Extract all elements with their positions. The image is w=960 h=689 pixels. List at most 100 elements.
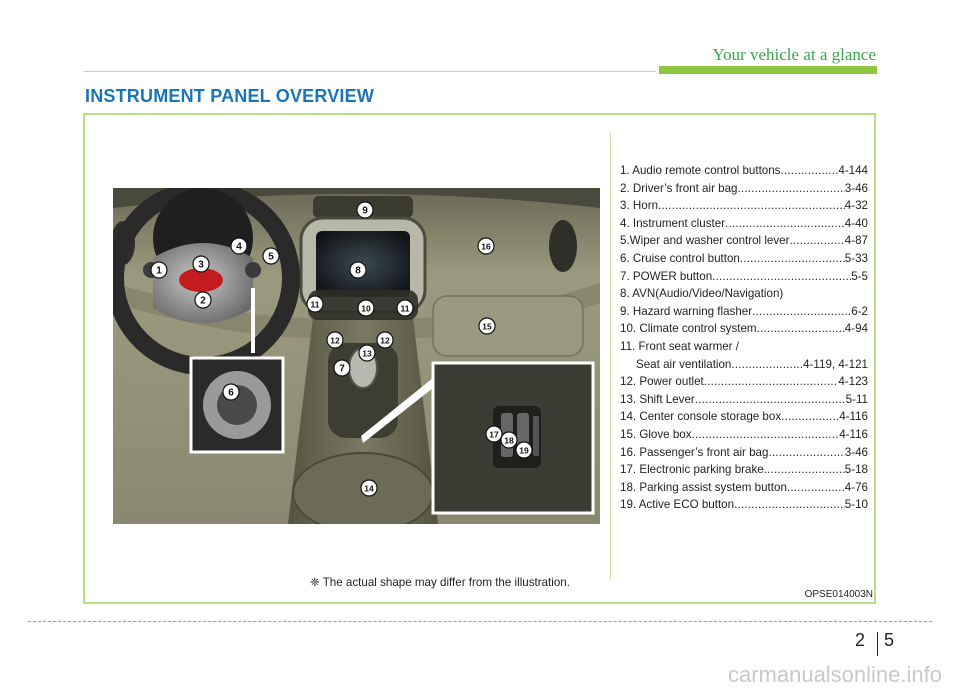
legend-item: 11. Front seat warmer / (620, 338, 868, 356)
callout-marker: 13 (358, 344, 376, 362)
callout-marker: 8 (349, 261, 367, 279)
callout-label: 5 (268, 252, 274, 263)
zoom-line-right (361, 378, 433, 443)
callout-marker: 15 (478, 317, 496, 335)
legend-item-label: 8. AVN(Audio/Video/Navigation) (620, 287, 784, 301)
legend-item-page: 5-11 (845, 392, 868, 406)
legend-item-page: 4-76 (844, 480, 868, 494)
callout-label: 14 (364, 484, 374, 494)
legend-item: 10. Climate control system 4-94 (620, 320, 868, 338)
legend-item: 12. Power outlet 4-123 (620, 373, 868, 391)
callout-label: 15 (482, 322, 492, 332)
callout-label: 7 (339, 364, 345, 375)
legend-leader-dots (752, 303, 851, 321)
legend-item-page: 4-116 (839, 410, 868, 424)
callout-label: 18 (504, 436, 514, 446)
callout-marker: 14 (360, 479, 378, 497)
legend-item: 17. Electronic parking brake 5-18 (620, 461, 868, 479)
legend-item: 8. AVN(Audio/Video/Navigation) (620, 285, 868, 303)
legend-item-page: 3-46 (844, 181, 868, 195)
legend-item-label: 15. Glove box (620, 427, 692, 441)
callout-marker: 9 (356, 201, 374, 219)
callout-marker: 6 (222, 383, 240, 401)
legend-leader-dots (725, 215, 845, 233)
legend-leader-dots (789, 232, 844, 250)
legend-continuation-page: 4-119, 4-121 (803, 357, 868, 371)
legend-item-label: 18. Parking assist system button (620, 480, 787, 494)
legend-item: 16. Passenger’s front air bag 3-46 (620, 444, 868, 462)
legend-item: 9. Hazard warning flasher6-2 (620, 303, 868, 321)
legend-leader-dots (734, 496, 845, 514)
legend-item-label: 14. Center console storage box (620, 410, 782, 424)
legend-item: 4. Instrument cluster 4-40 (620, 215, 868, 233)
callout-label: 4 (236, 242, 242, 253)
callout-label: 3 (198, 260, 204, 271)
callout-label: 13 (362, 349, 372, 359)
callout-marker: 17 (485, 425, 503, 443)
header-accent-bar (659, 66, 877, 74)
callout-marker: 10 (357, 299, 375, 317)
chapter-number: 2 (855, 630, 866, 650)
callout-label: 2 (200, 296, 206, 307)
section-title: INSTRUMENT PANEL OVERVIEW (85, 86, 375, 106)
callout-label: 10 (361, 304, 371, 314)
legend-item-page: 5-18 (844, 463, 868, 477)
callout-marker: 3 (192, 255, 210, 273)
legend-leader-dots (704, 373, 839, 391)
header-rule (84, 71, 656, 72)
callout-label: 17 (489, 430, 499, 440)
callout-label: 19 (519, 446, 529, 456)
callout-label: 12 (380, 336, 390, 346)
callout-label: 1 (156, 266, 162, 277)
legend-item-page: 3-46 (844, 445, 868, 459)
legend-item: 6. Cruise control button 5-33 (620, 250, 868, 268)
callout-label: 11 (311, 300, 320, 310)
legend-item-label: 2. Driver’s front air bag (620, 181, 738, 195)
legend-leader-dots (658, 197, 845, 215)
legend-leader-dots (692, 426, 840, 444)
legend-item-page: 5-5 (851, 269, 868, 283)
legend-leader-dots (712, 268, 851, 286)
legend-item-label: 13. Shift Lever (620, 392, 695, 406)
callout-marker: 19 (515, 441, 533, 459)
legend-item-label: 7. POWER button (620, 269, 713, 283)
legend-item-label: 9. Hazard warning flasher (620, 304, 753, 318)
callout-marker: 16 (477, 237, 495, 255)
callout-marker: 5 (262, 247, 280, 265)
legend-item-page: 4-144 (838, 164, 868, 177)
legend-item-page: 4-116 (839, 427, 868, 441)
legend-item-label: 3. Horn (620, 199, 659, 213)
callout-marker: 11 (306, 295, 324, 313)
legend-item-label: 6. Cruise control button (620, 251, 740, 265)
callout-marker: 12 (376, 331, 394, 349)
callout-marker: 1 (150, 261, 168, 279)
legend-leader-dots (738, 180, 845, 198)
legend-item-label: 10. Climate control system (620, 322, 757, 336)
legend-leader-dots (731, 356, 803, 374)
legend-leader-dots (740, 250, 845, 268)
legend-item: 18. Parking assist system button 4-76 (620, 479, 868, 497)
legend-item-page: 4-94 (844, 322, 868, 336)
image-code: OPSE014003N (804, 589, 873, 600)
legend-leader-dots (781, 408, 839, 426)
footer-separator (877, 632, 878, 656)
legend-item-label: 16. Passenger’s front air bag (620, 445, 769, 459)
legend-item: 14. Center console storage box 4-116 (620, 408, 868, 426)
legend-item-label: 12. Power outlet (620, 375, 704, 389)
watermark: carmanualsonline.info (727, 662, 942, 687)
kia-logo (179, 268, 223, 292)
callout-label: 16 (481, 242, 491, 252)
callout-label: 12 (330, 336, 340, 346)
legend-leader-dots (757, 320, 845, 338)
right-vent (549, 220, 577, 272)
legend-item-label: 1. Audio remote control buttons (620, 164, 781, 177)
legend-item-page: 4-32 (844, 199, 868, 213)
illustration-note: ❈ The actual shape may differ from the i… (310, 576, 570, 589)
legend-item-continuation: Seat air ventilation4-119, 4-121 (620, 356, 868, 374)
callout-label: 9 (362, 206, 368, 217)
legend-item: 13. Shift Lever 5-11 (620, 391, 868, 409)
legend-item: 15. Glove box 4-116 (620, 426, 868, 444)
callout-marker: 11 (396, 299, 414, 317)
legend-item: 3. Horn 4-32 (620, 197, 868, 215)
